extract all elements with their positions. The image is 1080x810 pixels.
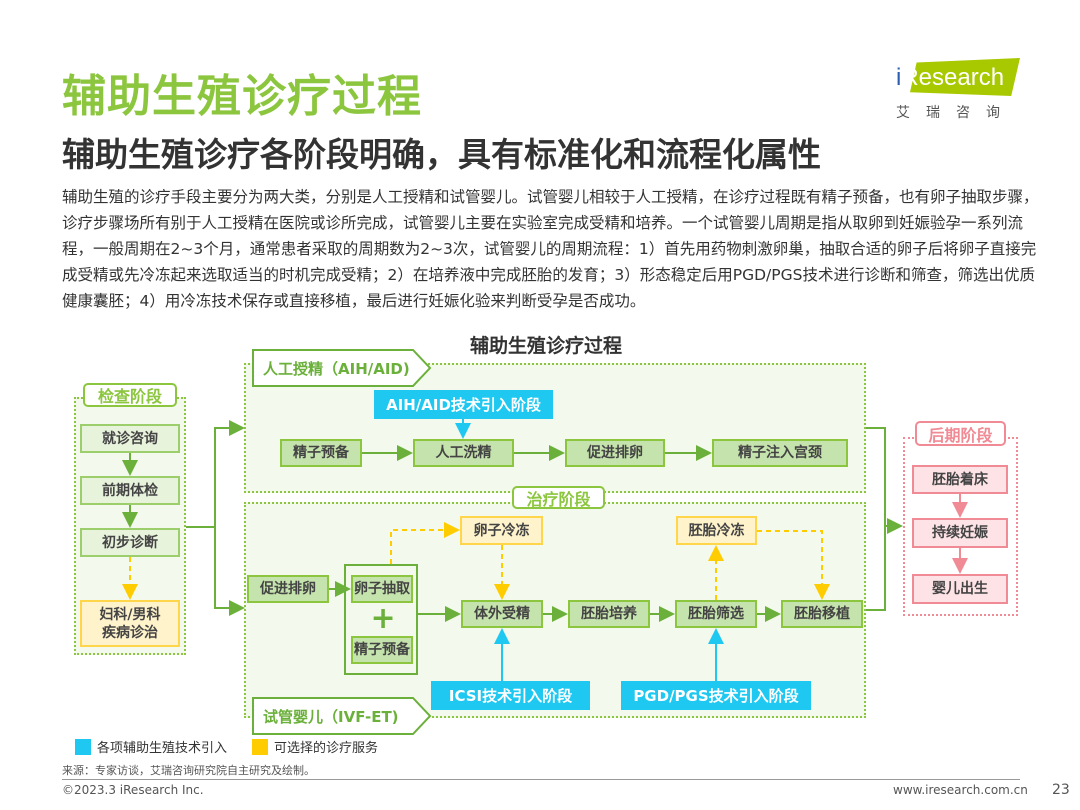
- icsi-tech-stage: ICSI技术引入阶段: [431, 681, 590, 710]
- step-checkup: 前期体检: [80, 476, 180, 505]
- page-number: 23: [1052, 782, 1070, 798]
- pentagon-tabs: [252, 349, 432, 735]
- footer-divider: [62, 779, 1020, 780]
- later-stage-tab: 后期阶段: [915, 421, 1006, 446]
- page-subtitle: 辅助生殖诊疗各阶段明确，具有标准化和流程化属性: [62, 135, 821, 174]
- exam-stage-tab: 检查阶段: [83, 383, 177, 407]
- ivf-tab: 试管婴儿（IVF-ET): [263, 707, 399, 726]
- ivf-step: 胚胎培养: [568, 600, 650, 628]
- website-link[interactable]: www.iresearch.com.cn: [893, 783, 1028, 797]
- plus-icon: +: [370, 601, 396, 636]
- later-step: 婴儿出生: [912, 574, 1008, 604]
- legend-swatch-yellow: [252, 738, 268, 755]
- legend-optional: 可选择的诊疗服务: [252, 737, 378, 756]
- aih-step: 精子注入宫颈: [712, 439, 848, 467]
- legend-tech: 各项辅助生殖技术引入: [75, 737, 227, 756]
- step-disease-treatment: 妇科/男科 疾病诊治: [80, 600, 180, 647]
- logo-cn: 艾瑞咨询: [896, 105, 1016, 121]
- aih-step: 人工洗精: [413, 439, 514, 467]
- retrieval-group: [344, 564, 418, 675]
- ivf-step: 胚胎筛选: [675, 600, 757, 628]
- aih-tab: 人工授精（AIH/AID): [263, 359, 410, 378]
- legend-swatch-cyan: [75, 738, 91, 755]
- embryo-freezing: 胚胎冷冻: [676, 516, 757, 545]
- later-step: 胚胎着床: [912, 465, 1008, 494]
- step-consultation: 就诊咨询: [80, 424, 180, 453]
- treatment-stage-tab: 治疗阶段: [512, 486, 605, 509]
- egg-freezing: 卵子冷冻: [460, 516, 543, 545]
- pgd-tech-stage: PGD/PGS技术引入阶段: [621, 681, 811, 710]
- aih-step: 精子预备: [280, 439, 362, 467]
- aih-tech-stage: AIH/AID技术引入阶段: [374, 390, 553, 419]
- ovulation-induction: 促进排卵: [247, 575, 329, 603]
- legend-label: 可选择的诊疗服务: [274, 741, 379, 756]
- ivf-step: 体外受精: [461, 600, 543, 628]
- ivf-step: 胚胎移植: [781, 600, 863, 628]
- egg-retrieval: 卵子抽取: [351, 575, 413, 603]
- iresearch-logo: iResearch 艾瑞咨询: [892, 58, 1027, 122]
- step-diagnosis: 初步诊断: [80, 528, 180, 557]
- page-title: 辅助生殖诊疗过程: [62, 71, 422, 122]
- copyright: ©2023.3 iResearch Inc.: [62, 783, 204, 797]
- source-note: 来源：专家访谈，艾瑞咨询研究院自主研究及绘制。: [62, 764, 315, 777]
- legend-label: 各项辅助生殖技术引入: [97, 741, 228, 756]
- body-paragraph: 辅助生殖的诊疗手段主要分为两大类，分别是人工授精和试管婴儿。试管婴儿相较于人工授…: [62, 188, 1039, 310]
- aih-step: 促进排卵: [565, 439, 665, 467]
- diagram-title: 辅助生殖诊疗过程: [470, 335, 623, 357]
- sperm-prep: 精子预备: [351, 636, 413, 664]
- later-step: 持续妊娠: [912, 518, 1008, 548]
